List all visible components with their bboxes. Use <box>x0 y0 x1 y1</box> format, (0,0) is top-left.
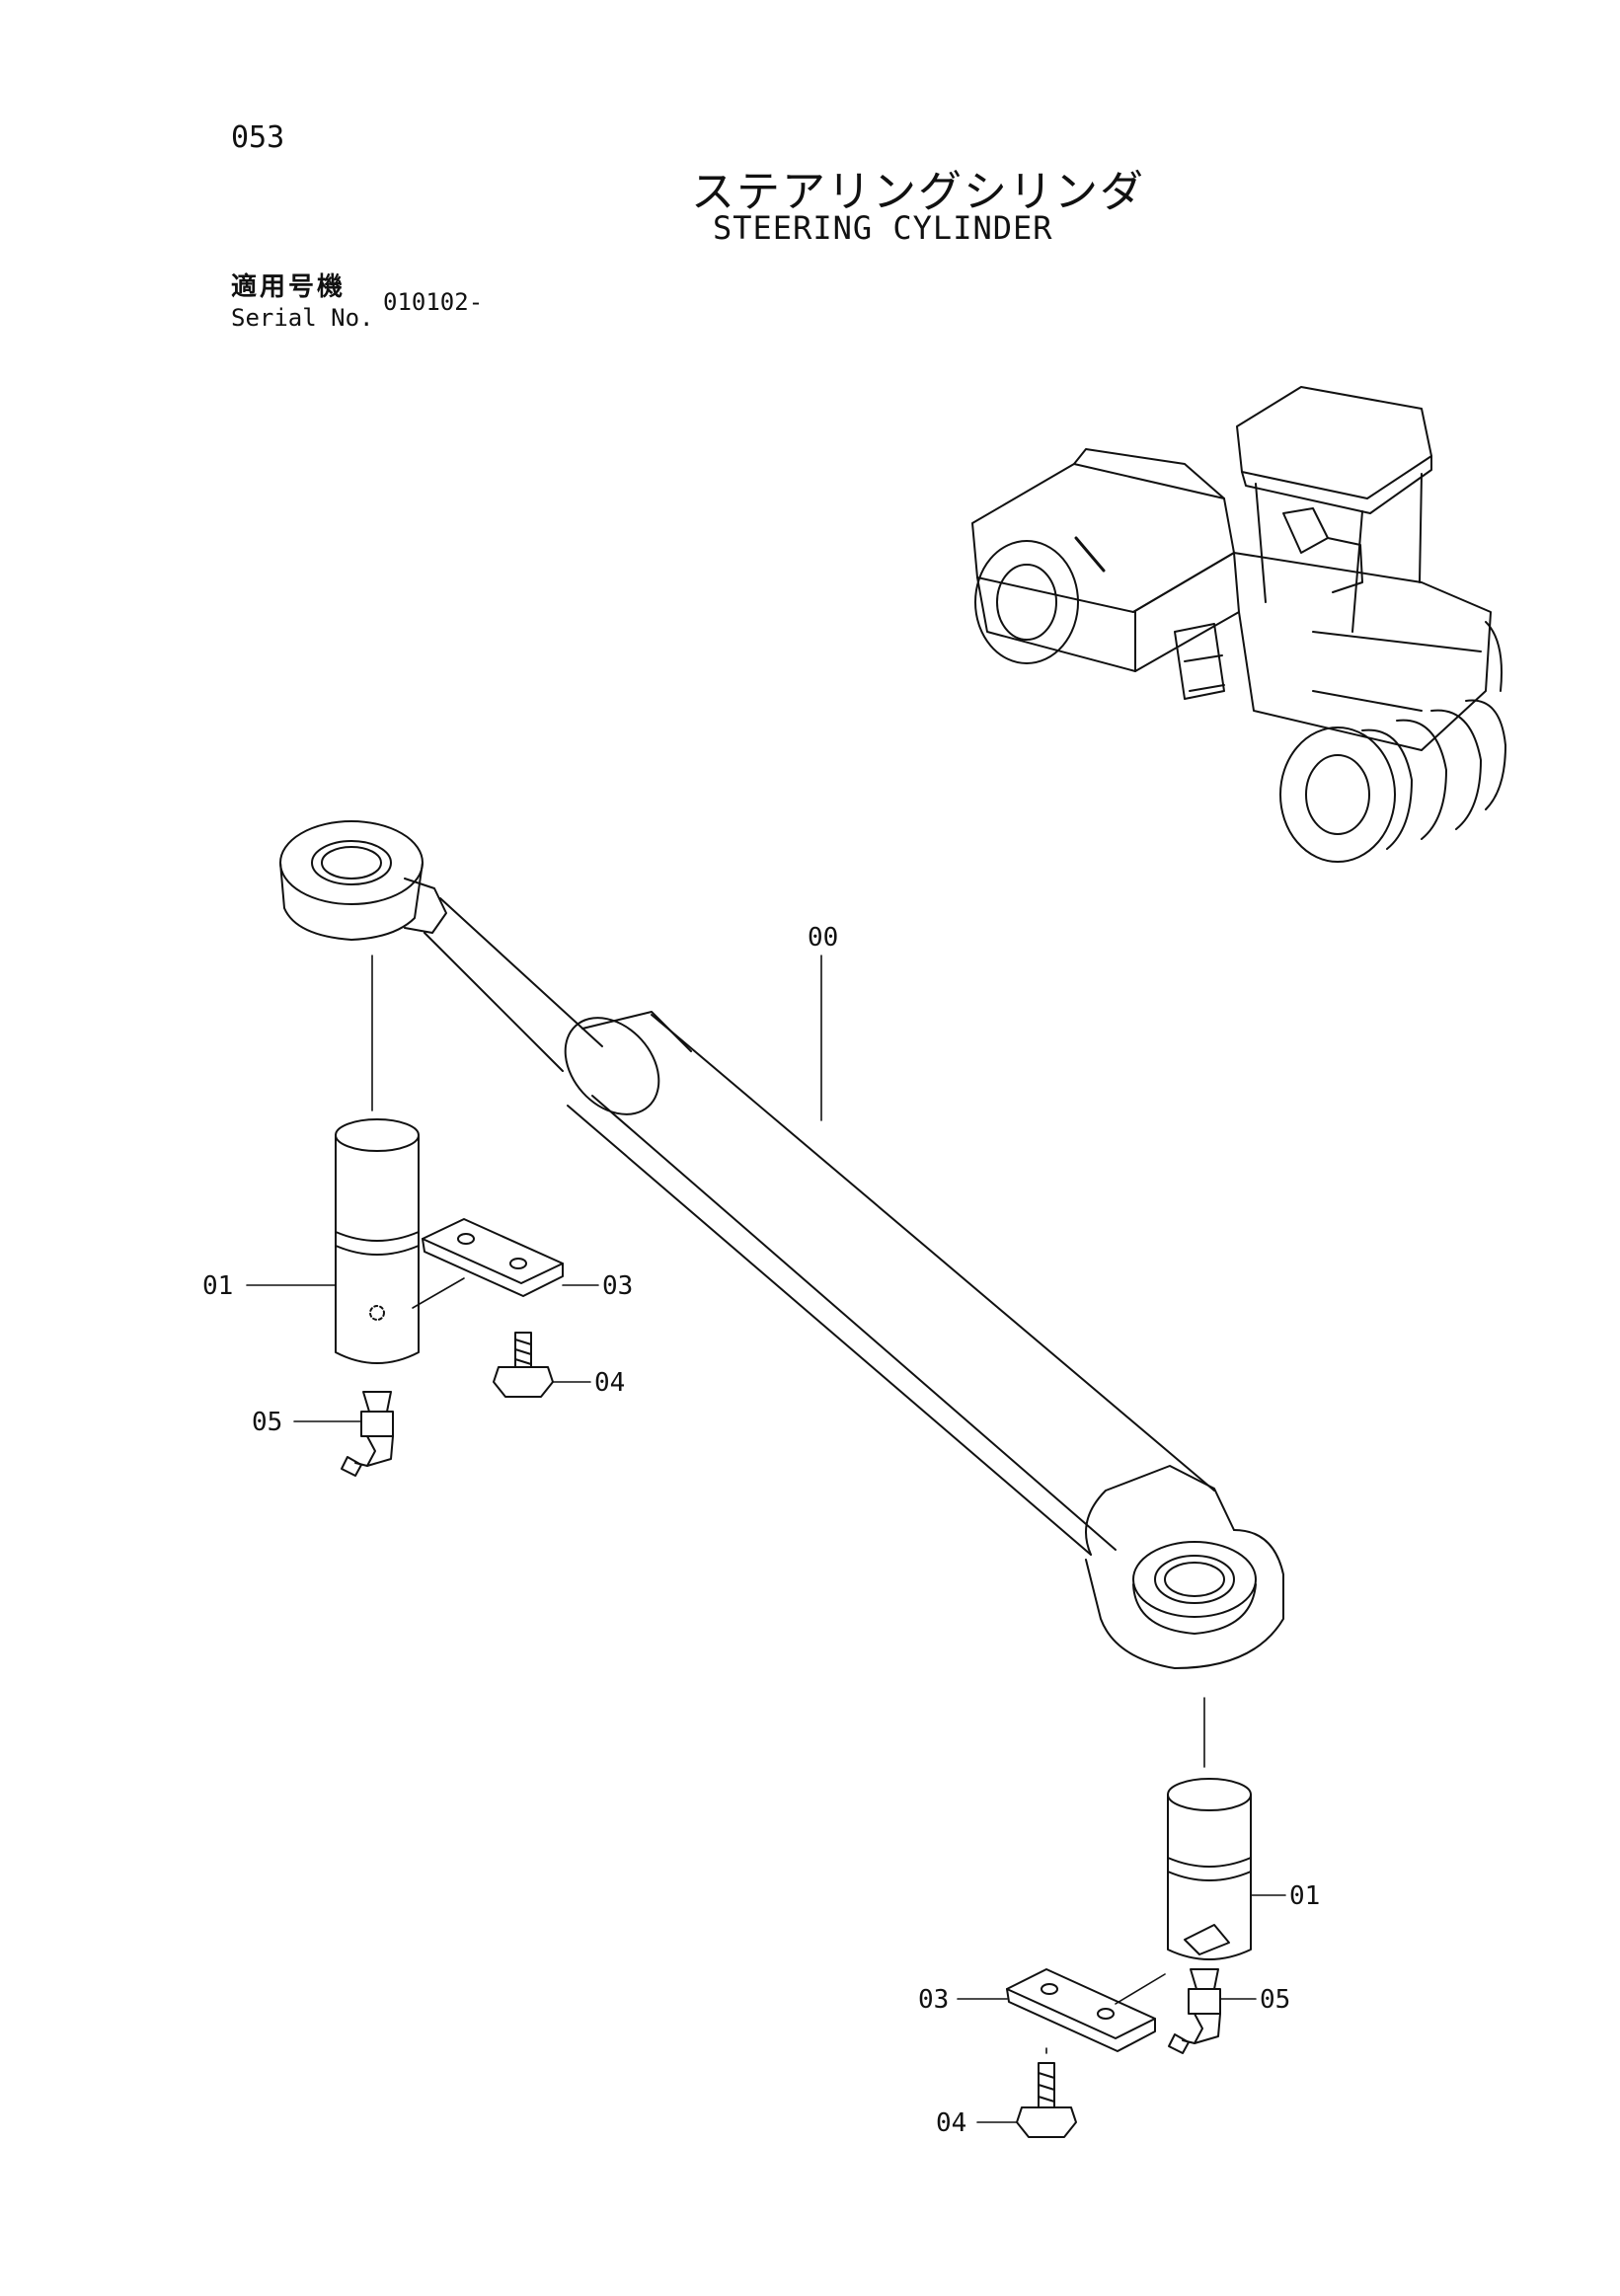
callout-05-upper: 05 <box>252 1408 282 1437</box>
lower-pin-group <box>957 1697 1286 2138</box>
callout-03-upper: 03 <box>602 1271 633 1301</box>
pneumatic-tire-roller-icon <box>971 386 1506 863</box>
serial-label-english: Serial No. <box>231 304 374 332</box>
callout-03-lower: 03 <box>918 1985 949 2015</box>
callout-00: 00 <box>808 923 838 953</box>
callout-01-lower: 01 <box>1289 1881 1320 1911</box>
title-japanese: ステアリングシリンダ <box>691 167 1145 217</box>
serial-value: 010102- <box>383 288 484 316</box>
title-english: STEERING CYLINDER <box>713 209 1053 247</box>
callout-05-lower: 05 <box>1260 1985 1290 2015</box>
steering-cylinder-icon <box>279 820 1284 1669</box>
upper-pin-group <box>246 955 599 1477</box>
callout-04-lower: 04 <box>936 2108 966 2138</box>
callout-01-upper: 01 <box>202 1271 233 1301</box>
serial-label-japanese: 適用号機 <box>231 272 347 302</box>
page-number: 053 <box>231 120 285 155</box>
callout-04-upper: 04 <box>594 1368 625 1398</box>
